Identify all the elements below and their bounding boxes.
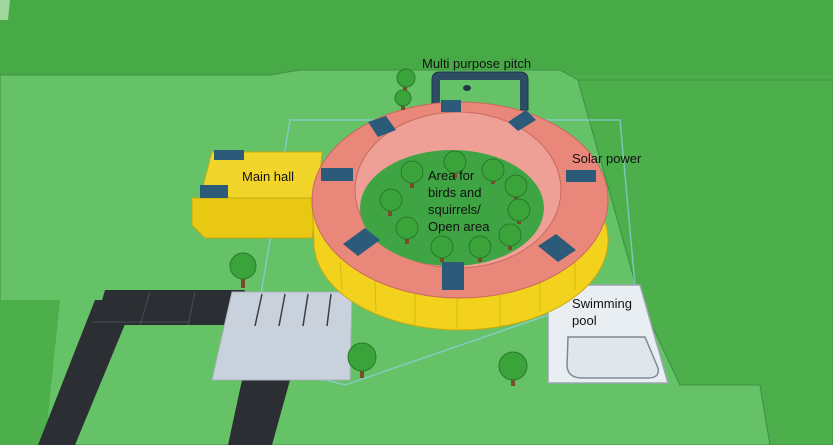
label-open-area-line-3: squirrels/: [428, 202, 481, 217]
tree: [481, 158, 505, 184]
road-seam-2: [139, 291, 151, 326]
ring-solar-panels: [321, 100, 596, 290]
road-vertical-right: [228, 380, 290, 445]
label-open-area-line-4: Open area: [428, 219, 490, 234]
road-horizontal: [95, 290, 245, 325]
main-hall-front: [191, 197, 319, 239]
parking-line-3: [302, 293, 309, 327]
grass-top-band: [0, 0, 833, 75]
tree: [400, 160, 424, 188]
tree: [468, 235, 492, 262]
solar-panel: [321, 168, 353, 181]
trees: [229, 68, 531, 386]
parking-line-4: [326, 293, 332, 327]
ring-wall-facets: [339, 261, 576, 330]
label-swimming-pool-line-1: Swimming: [572, 296, 632, 311]
road-vertical-left: [38, 300, 135, 445]
label-swimming-pool: Swimming pool: [572, 295, 632, 329]
tree: [504, 174, 528, 200]
hall-solar-panel-1: [214, 150, 244, 160]
parking-lot: [211, 291, 353, 381]
road-seam-3: [187, 291, 196, 326]
tree: [229, 252, 257, 288]
tree: [395, 216, 419, 244]
label-open-area-line-2: birds and: [428, 185, 482, 200]
parking-line-2: [278, 293, 286, 327]
tree: [507, 198, 531, 224]
solar-panel: [343, 228, 380, 256]
solar-panel: [368, 116, 396, 137]
solar-panel: [442, 262, 464, 290]
solar-panel: [441, 100, 461, 112]
solar-panel: [508, 110, 536, 131]
label-main-hall: Main hall: [242, 169, 295, 184]
label-open-area-line-1: Area for: [428, 168, 475, 183]
tree: [394, 89, 412, 110]
tree: [498, 351, 528, 386]
swimming-pool-basin: [566, 336, 660, 379]
parking-line-1: [254, 293, 263, 327]
pitch-marker: [463, 85, 471, 91]
tree: [443, 150, 467, 178]
tree: [430, 235, 454, 262]
lawn-plot-left: [0, 300, 60, 445]
tree: [396, 68, 416, 94]
tree: [498, 223, 522, 250]
corner-artifact: [0, 0, 10, 20]
solar-panel: [566, 170, 596, 182]
label-open-area: Area for birds and squirrels/ Open area: [428, 167, 489, 235]
hall-solar-panel-2: [200, 185, 228, 198]
tree: [347, 342, 377, 378]
label-solar-power: Solar power: [572, 151, 642, 166]
label-multi-purpose-pitch: Multi purpose pitch: [422, 56, 532, 71]
solar-panel: [538, 234, 576, 262]
tree: [379, 188, 403, 216]
label-swimming-pool-line-2: pool: [572, 313, 597, 328]
